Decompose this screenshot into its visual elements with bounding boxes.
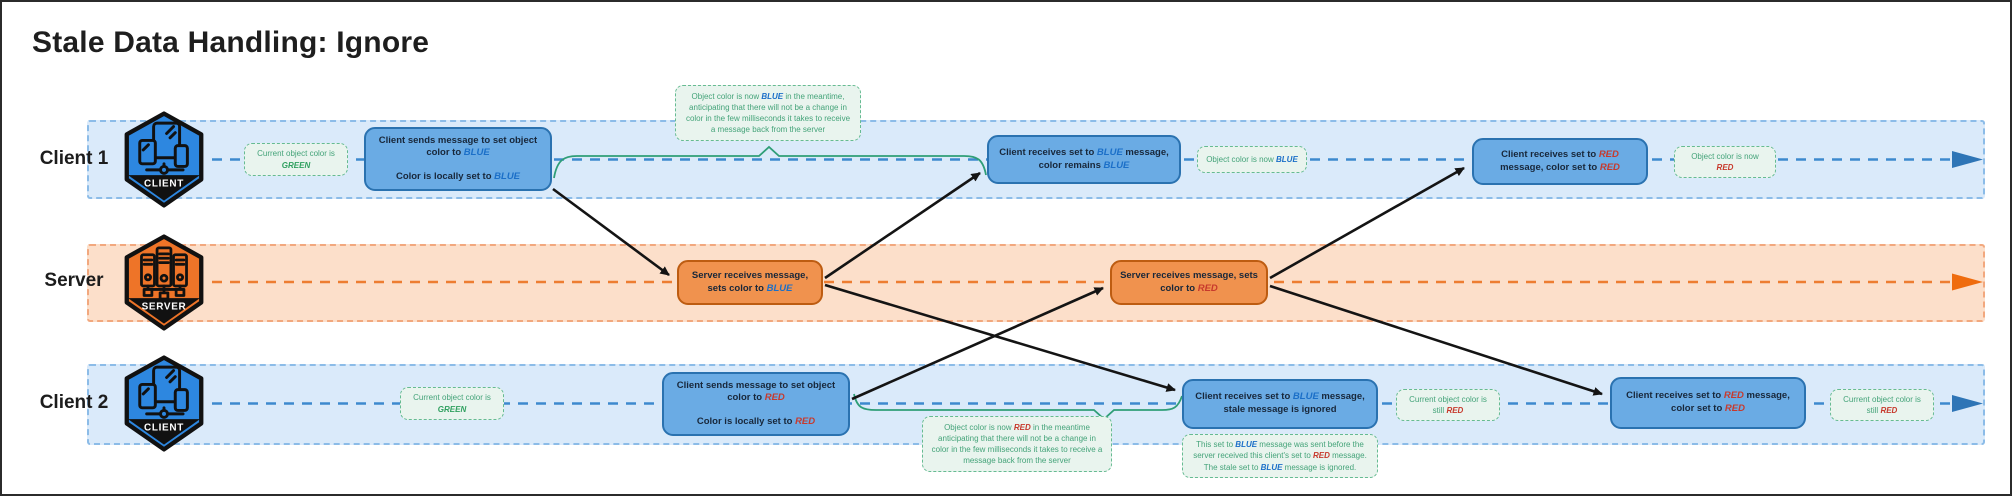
- note-client2-current-green: Current object color is GREEN: [400, 387, 504, 420]
- lane-label-server: Server: [44, 270, 104, 291]
- note-client2-stale-explanation: This set to BLUE message was sent before…: [1182, 434, 1378, 478]
- msg-client1-receive-red: Client receives set to RED message, colo…: [1472, 138, 1648, 185]
- note-client2-still-red-1: Current object color is still RED: [1396, 389, 1500, 422]
- client-badge-icon: CLIENT: [124, 355, 204, 452]
- msg-server-receive-blue: Server receives message, sets color to B…: [677, 260, 823, 305]
- note-client1-now-red: Object color is now RED: [1674, 146, 1776, 179]
- svg-text:CLIENT: CLIENT: [144, 178, 184, 189]
- msg-client2-receive-blue-stale: Client receives set to BLUE message, sta…: [1182, 379, 1378, 429]
- note-client2-meantime-red: Object color is now RED in the meantime …: [922, 416, 1112, 472]
- note-client1-now-blue: Object color is now BLUE: [1197, 146, 1307, 173]
- swimlane-server: [87, 244, 1985, 322]
- lane-label-client2: Client 2: [39, 392, 109, 413]
- svg-text:CLIENT: CLIENT: [144, 422, 184, 433]
- note-client1-current-green: Current object color is GREEN: [244, 143, 348, 176]
- lane-label-client1: Client 1: [39, 148, 109, 169]
- svg-text:SERVER: SERVER: [142, 301, 187, 312]
- note-client1-meantime-blue: Object color is now BLUE in the meantime…: [675, 85, 861, 141]
- msg-server-receive-red: Server receives message, sets color to R…: [1110, 260, 1268, 305]
- note-client2-still-red-2: Current object color is still RED: [1830, 389, 1934, 422]
- server-badge-icon: SERVER: [124, 234, 204, 331]
- msg-client1-send-blue: Client sends message to set object color…: [364, 127, 552, 191]
- client-badge-icon: CLIENT: [124, 111, 204, 208]
- msg-client2-receive-red: Client receives set to RED message, colo…: [1610, 377, 1806, 429]
- page-title: Stale Data Handling: Ignore: [32, 26, 430, 59]
- msg-client1-receive-blue: Client receives set to BLUE message, col…: [987, 135, 1181, 184]
- msg-client2-send-red: Client sends message to set object color…: [662, 372, 850, 436]
